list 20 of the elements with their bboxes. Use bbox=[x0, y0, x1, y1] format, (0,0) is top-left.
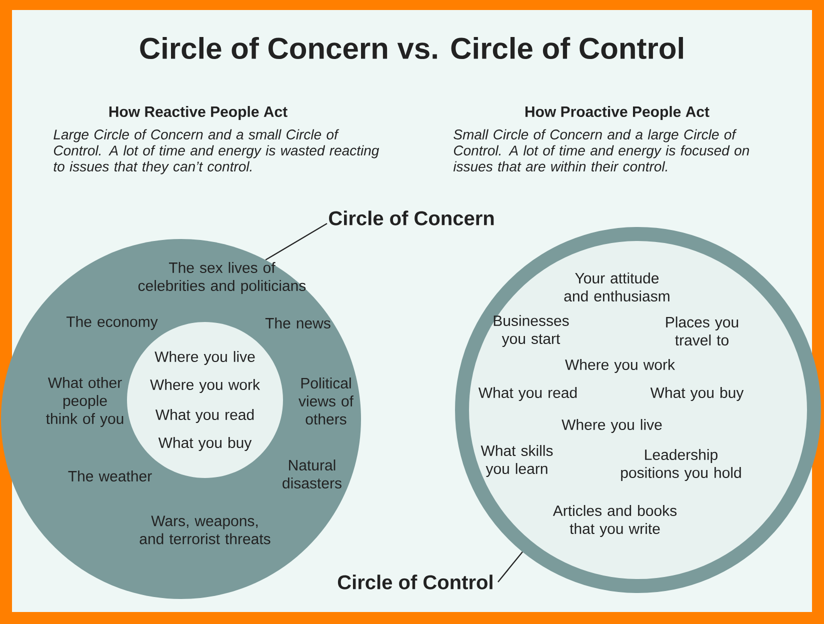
circle-item: The news bbox=[265, 318, 330, 328]
circle-item: Natural disasters bbox=[282, 460, 342, 488]
title: Circle of Concern vs. Circle of Control bbox=[140, 36, 683, 60]
circle-item: Political views of others bbox=[298, 378, 354, 424]
leader-line bbox=[265, 223, 328, 260]
circle-item: Wars, weapons, and terrorist threats bbox=[140, 516, 270, 544]
circle-item: What other people think of you bbox=[46, 377, 124, 427]
circle-label: Circle of Control bbox=[338, 574, 492, 590]
circle-item: What you read bbox=[155, 409, 254, 423]
circle-label: Circle of Concern bbox=[329, 210, 494, 226]
circle-item: Where you work bbox=[150, 379, 260, 393]
circle-item: The weather bbox=[68, 470, 152, 482]
circle-item: Where you live bbox=[154, 351, 255, 365]
circle-item: What you buy bbox=[158, 437, 252, 451]
circle-item: The sex lives of celebrities and politicians bbox=[138, 262, 306, 294]
section-heading: How Reactive People Act bbox=[109, 106, 288, 120]
section-heading: How Proactive People Act bbox=[525, 106, 710, 120]
description-text: Large Circle of Concern and a small Circle of Control. A lot of time and energy is wasted reacting to issues that they can’t control. bbox=[54, 129, 380, 174]
circle-item: The economy bbox=[66, 316, 158, 330]
description-text: Small Circle of Concern and a large Circle of Control. A lot of time and energy is focused on issues that are within their control. bbox=[453, 129, 749, 172]
